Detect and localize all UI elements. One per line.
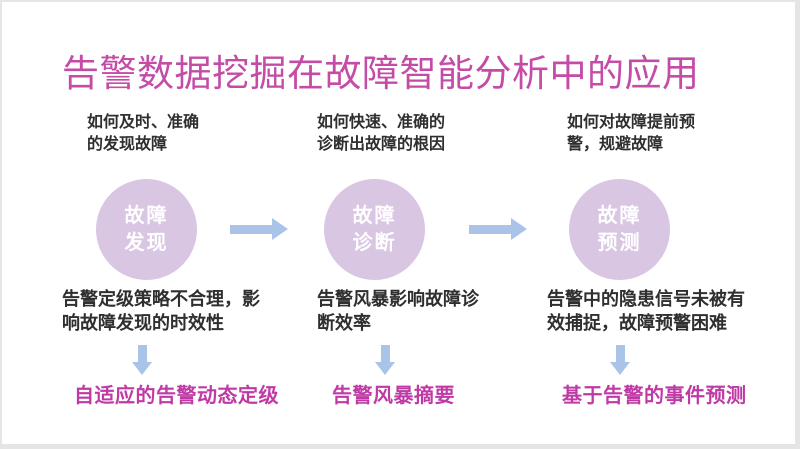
question-text-fault-diagnosis: 如何快速、准确的 诊断出故障的根因 (317, 112, 507, 156)
slide-title: 告警数据挖掘在故障智能分析中的应用 (62, 53, 700, 94)
question-line: 如何及时、准确 (87, 114, 200, 131)
circle-label-line: 故障 (597, 204, 642, 227)
question-text-fault-prediction: 如何对故障提前预 警，规避故障 (567, 112, 757, 156)
right-arrow-icon (469, 218, 527, 240)
stage-circle-fault-discovery: 故障 发现 (96, 179, 197, 280)
question-line: 警，规避故障 (567, 136, 664, 153)
slide-canvas: 告警数据挖掘在故障智能分析中的应用 如何及时、准确 的发现故障 故障 发现 告警… (2, 2, 795, 444)
question-line: 诊断出故障的根因 (317, 136, 446, 153)
down-arrow-shaft (137, 345, 147, 362)
circle-label-line: 故障 (124, 204, 169, 227)
problem-line: 断效率 (317, 313, 371, 333)
right-arrow-shaft (469, 224, 511, 234)
down-arrow-head (132, 362, 152, 375)
down-arrow-head (375, 362, 395, 375)
right-arrow-head (511, 218, 527, 240)
question-line: 如何对故障提前预 (567, 114, 696, 131)
problem-line: 告警风暴影响故障诊 (317, 289, 479, 309)
problem-text-fault-prediction: 告警中的隐患信号未被有 效捕捉，故障预警困难 (547, 287, 772, 335)
down-arrow-head (610, 362, 630, 375)
question-text-fault-discovery: 如何及时、准确 的发现故障 (87, 112, 277, 156)
down-arrow-icon (610, 345, 630, 375)
right-arrow-head (272, 218, 288, 240)
down-arrow-shaft (615, 345, 625, 362)
circle-label-line: 预测 (597, 231, 642, 254)
question-line: 的发现故障 (87, 136, 168, 153)
circle-label-line: 发现 (124, 231, 169, 254)
down-arrow-shaft (380, 345, 390, 362)
stage-circle-fault-diagnosis: 故障 诊断 (324, 179, 425, 280)
solution-text-fault-prediction: 基于告警的事件预测 (562, 385, 747, 407)
right-arrow-shaft (230, 224, 272, 234)
problem-text-fault-discovery: 告警定级策略不合理，影 响故障发现的时效性 (62, 287, 277, 335)
down-arrow-icon (132, 345, 152, 375)
right-arrow-icon (230, 218, 288, 240)
problem-line: 告警中的隐患信号未被有 (547, 289, 745, 309)
problem-line: 效捕捉，故障预警困难 (547, 313, 727, 333)
question-line: 如何快速、准确的 (317, 114, 446, 131)
problem-line: 告警定级策略不合理，影 (62, 289, 260, 309)
solution-text-fault-discovery: 自适应的告警动态定级 (74, 385, 279, 407)
circle-label-line: 诊断 (352, 231, 397, 254)
problem-line: 响故障发现的时效性 (62, 313, 224, 333)
stage-circle-fault-prediction: 故障 预测 (569, 179, 670, 280)
circle-label-line: 故障 (352, 204, 397, 227)
problem-text-fault-diagnosis: 告警风暴影响故障诊 断效率 (317, 287, 517, 335)
solution-text-fault-diagnosis: 告警风暴摘要 (332, 385, 455, 407)
down-arrow-icon (375, 345, 395, 375)
